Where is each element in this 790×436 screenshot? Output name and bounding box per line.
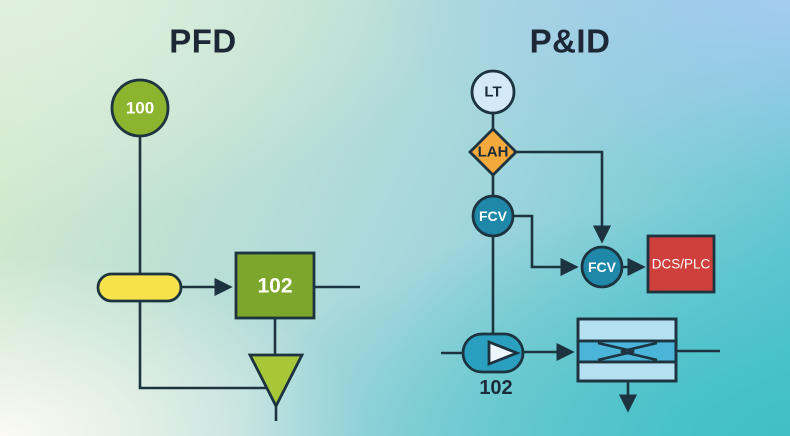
pid-lah-to-valve2-arrow — [516, 150, 612, 244]
pid-exchanger-top-band — [576, 317, 678, 343]
pid-heat-exchanger-symbol — [576, 317, 678, 383]
pid-pump-label: 102 — [479, 377, 513, 399]
pid-control-valve-1-label: FCV — [479, 208, 507, 224]
pfd-source-label: 100 — [125, 98, 155, 118]
pfd-source-to-triangle-line — [138, 136, 266, 390]
pid-exchanger-outline — [576, 317, 678, 383]
pid-connectors — [441, 113, 720, 413]
pid-level-transmitter-circle — [470, 69, 516, 115]
pid-exchanger-cross-right — [620, 341, 658, 362]
pid-control-valve-2-circle — [580, 245, 624, 289]
pfd-connectors — [138, 136, 360, 421]
pid-pump-impeller-triangle-icon — [487, 339, 521, 367]
pid-alarm-label: LAH — [477, 143, 509, 161]
pfd-outlet-triangle — [247, 353, 305, 410]
pid-pump-symbol — [461, 332, 525, 374]
pid-exchanger-bottom-band — [576, 360, 678, 383]
pid-alarm-diamond — [468, 127, 518, 177]
pfd-unit-square — [234, 251, 316, 320]
pid-exchanger-middle-band — [576, 339, 678, 364]
pid-valve1-to-valve2-arrow — [513, 214, 579, 277]
pid-transmitter-label: LT — [484, 83, 502, 101]
pfd-title: PFD — [169, 22, 237, 60]
pid-control-valve-1-circle — [471, 194, 515, 238]
pid-controller-box — [646, 234, 716, 294]
pfd-source-circle — [110, 78, 170, 138]
pid-control-valve-2-label: FCV — [588, 259, 616, 275]
pid-title: P&ID — [529, 22, 611, 60]
pfd-valve-pill — [96, 272, 183, 303]
pfd-unit-label: 102 — [257, 274, 293, 298]
pid-controller-label: DCS/PLC — [651, 256, 711, 272]
pid-exchanger-cross-left — [597, 341, 635, 362]
